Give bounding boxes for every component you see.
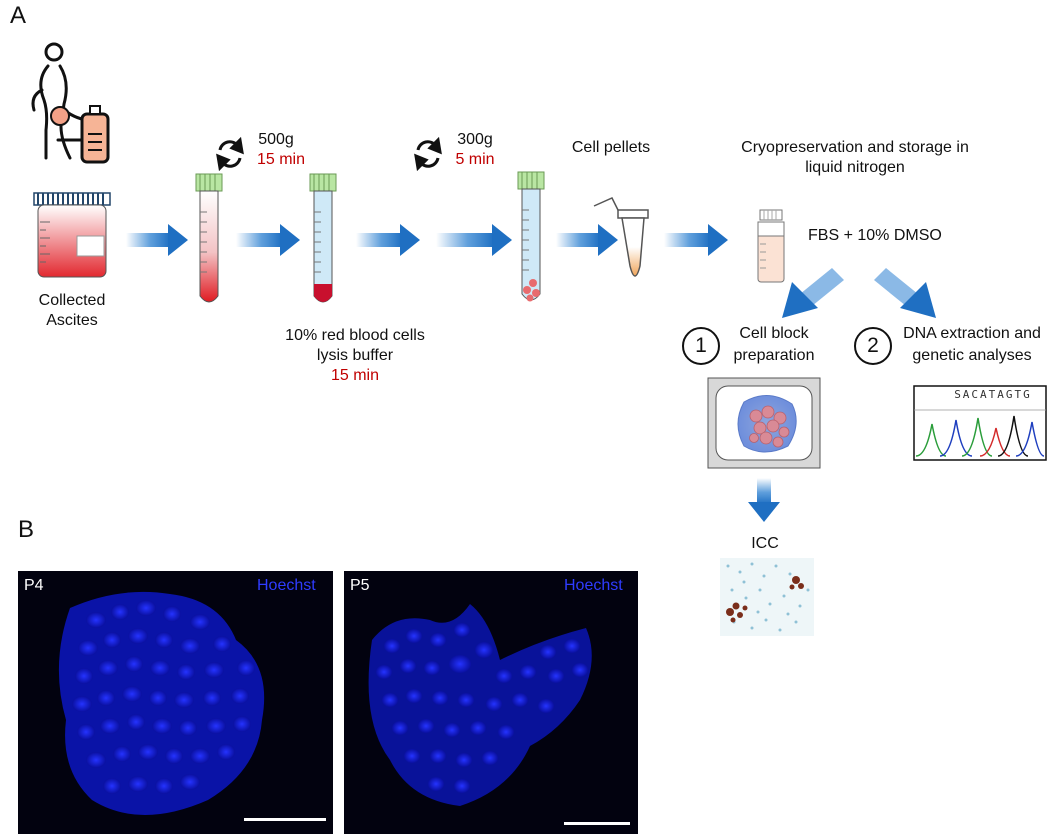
tube-ascites-icon [195, 173, 223, 303]
spin1-time: 15 min [256, 151, 306, 168]
icc-arrow [748, 478, 780, 522]
fbs-dmso-label: FBS + 10% DMSO [808, 227, 942, 244]
icc-image [720, 558, 814, 636]
step-1-badge: 1 [682, 327, 720, 365]
tube-pellet-icon [517, 171, 545, 302]
dna-label-1: DNA extraction and [903, 325, 1041, 342]
flow-arrow-2 [236, 224, 300, 256]
scale-bar-p4 [244, 818, 326, 821]
panel-b-letter: B [18, 516, 35, 543]
eppendorf-tube-icon [593, 197, 649, 277]
tube-lysis-icon [309, 173, 337, 303]
flow-arrow-5 [556, 224, 618, 256]
flow-arrow-3 [356, 224, 420, 256]
flow-arrow-6 [664, 224, 728, 256]
micrograph-p5 [344, 571, 638, 834]
flow-arrow-4 [436, 224, 512, 256]
chromatogram-image [913, 385, 1047, 461]
cell-block-label-1: Cell block [739, 325, 809, 342]
micrograph-p5-label: P5 [350, 577, 370, 594]
lysis-label-1: 10% red blood cells [285, 327, 425, 344]
collected-label-2: Ascites [46, 312, 98, 329]
scale-bar-p5 [564, 822, 630, 825]
cryo-vial-icon [757, 209, 785, 283]
icc-label: ICC [751, 535, 779, 552]
spin2-speed: 300g [457, 131, 493, 148]
cryo-label-2: liquid nitrogen [805, 159, 905, 176]
centrifuge-icon-2 [414, 136, 442, 172]
drainage-bag-icon [80, 105, 110, 164]
abdomen-icon [50, 106, 70, 126]
micrograph-p4 [18, 571, 333, 834]
sequence-letters: SACATAGTG [954, 388, 1032, 401]
step-2-badge: 2 [854, 327, 892, 365]
branch-arrow-2 [874, 268, 936, 318]
spin1-speed: 500g [258, 131, 294, 148]
dna-label-2: genetic analyses [912, 347, 1032, 364]
cryo-label-1: Cryopreservation and storage in [741, 139, 969, 156]
micrograph-p4-stain: Hoechst [257, 577, 316, 594]
spin2-time: 5 min [455, 151, 495, 168]
cell-block-icon [707, 377, 821, 469]
cell-block-label-2: preparation [733, 347, 815, 364]
micrograph-p4-label: P4 [24, 577, 44, 594]
micrograph-p5-stain: Hoechst [564, 577, 623, 594]
lysis-time: 15 min [330, 367, 380, 384]
cell-pellets-label: Cell pellets [571, 139, 651, 156]
ascites-jar-icon [33, 192, 111, 278]
lysis-label-2: lysis buffer [316, 347, 394, 364]
collected-label-1: Collected [38, 292, 106, 309]
branch-arrow-1 [782, 268, 844, 318]
flow-arrow-1 [126, 224, 188, 256]
panel-a-letter: A [10, 2, 27, 29]
centrifuge-icon-1 [216, 136, 244, 172]
